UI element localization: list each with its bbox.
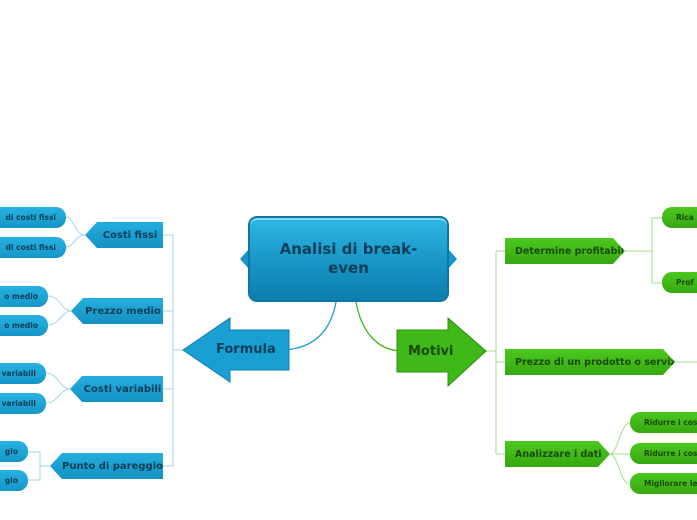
group-label: Punto di pareggio: [62, 460, 163, 472]
group-label: Costi fissi: [102, 229, 158, 241]
leaf-analizzare-i-dati-3[interactable]: Migliorare le: [630, 473, 697, 494]
root-label: Analisi di break-even: [279, 240, 418, 277]
group-prezzo-di-un-prodotto[interactable]: Prezzo di un prodotto o servizio: [505, 349, 675, 375]
root-node[interactable]: Analisi di break-even: [248, 216, 449, 302]
motivi-label[interactable]: Motivi: [408, 344, 454, 359]
group-label: Analizzare i dati: [515, 448, 602, 460]
group-costi-fissi[interactable]: Costi fissi: [85, 222, 163, 248]
leaf-costi-variabili-2[interactable]: variabili: [0, 393, 46, 414]
formula-arrow-shape: [182, 317, 290, 383]
group-prezzo-medio[interactable]: Prezzo medio: [71, 298, 163, 324]
group-costi-variabili[interactable]: Costi variabili: [70, 376, 163, 402]
group-analizzare-i-dati[interactable]: Analizzare i dati: [505, 441, 610, 467]
group-determine-profitability[interactable]: Determine profitability: [505, 238, 625, 264]
group-label: Determine profitability: [515, 245, 624, 257]
group-label: Prezzo medio: [85, 305, 161, 317]
formula-label[interactable]: Formula: [216, 342, 276, 357]
leaf-punto-di-pareggio-1[interactable]: gio: [0, 441, 28, 462]
leaf-prezzo-medio-1[interactable]: o medio: [0, 286, 48, 307]
group-punto-di-pareggio[interactable]: Punto di pareggio: [50, 453, 163, 479]
leaf-determine-profitability-2[interactable]: Prof: [662, 272, 697, 293]
group-label: Prezzo di un prodotto o servizio: [515, 356, 675, 368]
leaf-determine-profitability-1[interactable]: Rica: [662, 207, 697, 228]
leaf-prezzo-medio-2[interactable]: o medio: [0, 315, 48, 336]
leaf-analizzare-i-dati-1[interactable]: Ridurre i cos: [630, 412, 697, 433]
leaf-costi-fissi-2[interactable]: di costi fissi: [0, 237, 66, 258]
leaf-costi-variabili-1[interactable]: variabili: [0, 363, 46, 384]
leaf-costi-fissi-1[interactable]: di costi fissi: [0, 207, 66, 228]
group-label: Costi variabili: [83, 383, 162, 395]
leaf-analizzare-i-dati-2[interactable]: Ridurre i cos: [630, 443, 697, 464]
motivi-arrow-shape: [396, 316, 487, 388]
leaf-punto-di-pareggio-2[interactable]: gio: [0, 470, 28, 491]
